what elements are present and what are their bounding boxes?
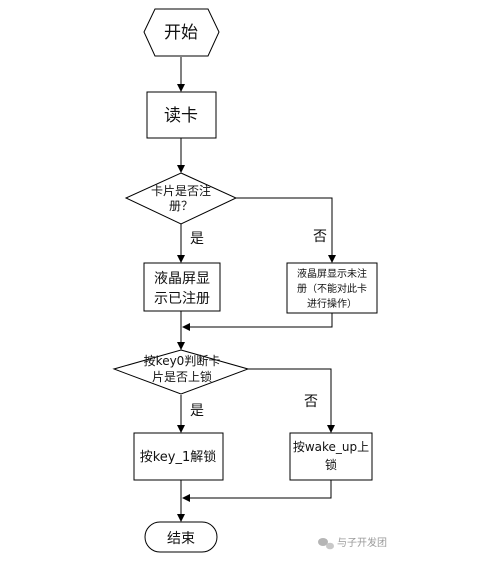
edge-label-no-1: 否 xyxy=(313,229,327,245)
lock-line2: 锁 xyxy=(325,457,337,472)
show-unregistered-line3: 进行操作） xyxy=(307,297,357,310)
edge-lock-merge xyxy=(182,480,332,502)
watermark-text: 与子开发团 xyxy=(337,536,387,549)
edge-decision2-no xyxy=(248,368,335,433)
end-label: 结束 xyxy=(167,531,195,547)
decision-locked-line2: 片是否上锁 xyxy=(152,369,212,384)
edge-label-yes-1: 是 xyxy=(190,231,204,247)
decision-registered-node xyxy=(124,172,238,225)
lock-line1: 按wake_up上 xyxy=(293,440,369,454)
show-registered-line2: 示已注册 xyxy=(154,291,210,307)
lock-node xyxy=(289,432,373,481)
decision-registered-line1: 卡片是否注 xyxy=(151,183,211,198)
decision-locked-node xyxy=(112,349,250,395)
unlock-node xyxy=(133,432,224,481)
start-node xyxy=(143,8,220,57)
read-card-node xyxy=(146,91,217,139)
decision-locked-line1: 按key0判断卡 xyxy=(144,353,221,368)
end-node xyxy=(144,521,218,553)
unlock-label: 按key_1解锁 xyxy=(140,449,217,465)
wechat-logo-icon xyxy=(318,538,334,550)
edge-unregistered-merge xyxy=(182,313,333,331)
edge-label-no-2: 否 xyxy=(304,394,318,410)
read-card-label: 读卡 xyxy=(164,106,198,126)
show-unregistered-line2: 册（不能对此卡 xyxy=(297,282,367,295)
show-unregistered-node xyxy=(286,262,378,314)
decision-registered-line2: 册？ xyxy=(169,199,193,213)
show-registered-line1: 液晶屏显 xyxy=(154,271,210,287)
edge-label-yes-2: 是 xyxy=(190,403,204,419)
show-registered-node xyxy=(143,262,221,312)
start-label: 开始 xyxy=(164,23,198,43)
edge-decision1-no xyxy=(236,197,336,263)
show-unregistered-line1: 液晶屏显示未注 xyxy=(297,267,367,280)
